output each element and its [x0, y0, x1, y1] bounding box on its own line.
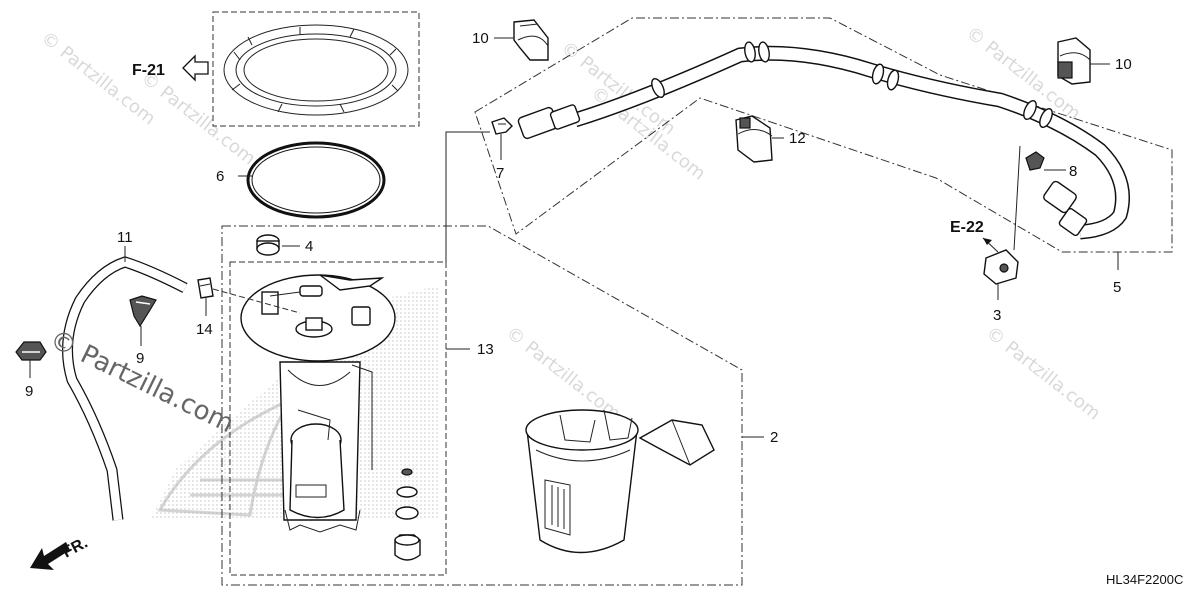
- pump-module-box: [229, 261, 447, 576]
- quick-connector: [1043, 180, 1088, 237]
- quick-connector: [517, 104, 581, 140]
- hose-clamp: [129, 295, 157, 328]
- ref-label-f21: F-21: [132, 62, 165, 79]
- fuel-pump-unit: [240, 274, 396, 533]
- cap-part: [256, 234, 280, 256]
- callout-12: 12: [789, 130, 806, 147]
- hose-clamp: [15, 341, 47, 361]
- hose-clamp: [513, 19, 549, 61]
- callout-14: 14: [196, 321, 213, 338]
- callout-10: 10: [472, 30, 489, 47]
- seal-stack: [394, 468, 421, 561]
- callout-10: 10: [1115, 56, 1132, 73]
- hose-clamp: [735, 115, 773, 163]
- callout-3: 3: [993, 307, 1001, 324]
- callout-4: 4: [305, 238, 313, 255]
- hose-clamp: [1057, 37, 1091, 85]
- bracket-part: [983, 249, 1019, 285]
- arrow-left-icon: [182, 54, 209, 82]
- f21-reference: F-21: [132, 54, 209, 82]
- o-ring: [246, 141, 386, 219]
- fuel-strainer-cup: [525, 409, 715, 554]
- watermark: © Partzilla.com: [982, 322, 1104, 424]
- ref-label-e22: E-22: [950, 219, 984, 236]
- callout-6: 6: [216, 168, 224, 185]
- lock-ring: [223, 24, 409, 116]
- front-direction: FR.: [30, 534, 91, 570]
- callout-13: 13: [477, 341, 494, 358]
- hose-clip: [1025, 151, 1045, 171]
- callout-9: 9: [25, 383, 33, 400]
- diagram-code: HL34F2200C: [1106, 572, 1183, 587]
- callout-11: 11: [117, 229, 133, 246]
- ref-label-fr: FR.: [60, 534, 91, 561]
- arrow-icon: [983, 238, 992, 245]
- watermark: © Partzilla.com: [502, 322, 624, 424]
- callout-7: 7: [496, 165, 504, 182]
- callout-9: 9: [136, 350, 144, 367]
- lock-ring-box: [212, 11, 420, 127]
- callout-8: 8: [1069, 163, 1077, 180]
- pump-assembly-outline: [221, 225, 743, 586]
- callout-2: 2: [770, 429, 778, 446]
- callout-5: 5: [1113, 279, 1121, 296]
- hose-bands: [651, 41, 1053, 129]
- hose-clip: [491, 117, 513, 135]
- arrow-front-icon: [30, 542, 70, 570]
- fuel-hose-outline: [474, 17, 1173, 253]
- hose-clip: [197, 277, 214, 299]
